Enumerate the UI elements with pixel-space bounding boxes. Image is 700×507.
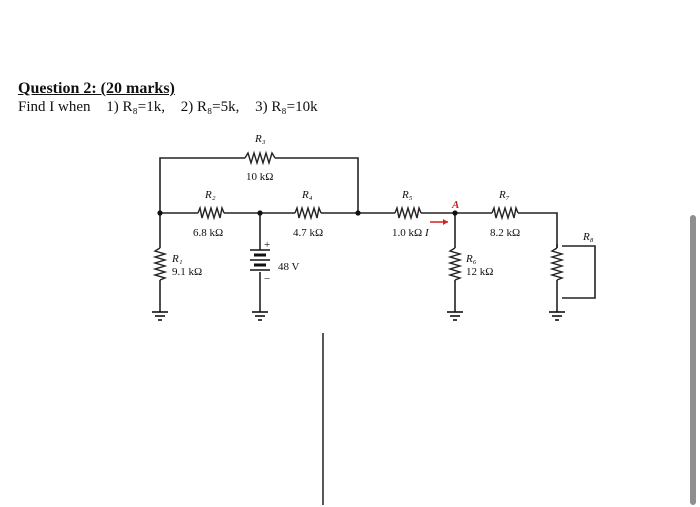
- resistor-r5: [394, 205, 422, 221]
- r5-value: 1.0 kΩ: [392, 227, 422, 239]
- r3-value: 10 kΩ: [246, 171, 273, 183]
- r4-value: 4.7 kΩ: [293, 227, 323, 239]
- current-label: I: [424, 227, 430, 239]
- resistor-r8: [549, 247, 565, 281]
- question-prompt: Find I when: [18, 99, 91, 115]
- r6-name: R₆: [465, 253, 477, 265]
- ground-symbol: [447, 311, 463, 321]
- r1-name: R₁: [171, 253, 183, 265]
- r5-name: R₅: [401, 189, 413, 201]
- question-prompt-line: Find I when 1) R₈=1k, 2) R₈=5k, 3) R₈=10…: [18, 99, 330, 116]
- r7-value: 8.2 kΩ: [490, 227, 520, 239]
- r1-value: 9.1 kΩ: [172, 266, 202, 278]
- ground-symbol: [152, 311, 168, 321]
- case-3: 3) R₈=10k: [255, 99, 318, 115]
- junction-dots: [157, 210, 458, 216]
- node-a-label: A: [451, 199, 459, 211]
- source-value: 48 V: [278, 261, 300, 273]
- r6-value: 12 kΩ: [466, 266, 493, 278]
- resistor-r3: [244, 150, 276, 166]
- resistor-r6: [447, 247, 463, 281]
- r2-value: 6.8 kΩ: [193, 227, 223, 239]
- resistor-r7: [491, 205, 519, 221]
- circuit-wires: [159, 157, 596, 312]
- resistor-r2: [197, 205, 225, 221]
- source-minus: −: [264, 273, 270, 285]
- case-1: 1) R₈=1k,: [106, 99, 165, 115]
- ground-symbol: [549, 311, 565, 321]
- r2-name: R₂: [204, 189, 216, 201]
- ground-symbol: [252, 311, 268, 321]
- r3-name: R₃: [254, 133, 266, 145]
- r4-name: R₄: [301, 189, 313, 201]
- resistor-r1: [152, 247, 168, 281]
- r7-name: R₇: [498, 189, 510, 201]
- r8-name: R₈: [582, 231, 594, 243]
- battery-48v: [250, 249, 270, 271]
- source-plus: +: [264, 239, 270, 251]
- case-2: 2) R₈=5k,: [180, 99, 240, 115]
- current-arrow: [430, 219, 448, 225]
- resistor-r4: [294, 205, 322, 221]
- scrollbar[interactable]: [690, 215, 696, 505]
- question-title: Question 2: (20 marks): [18, 80, 175, 97]
